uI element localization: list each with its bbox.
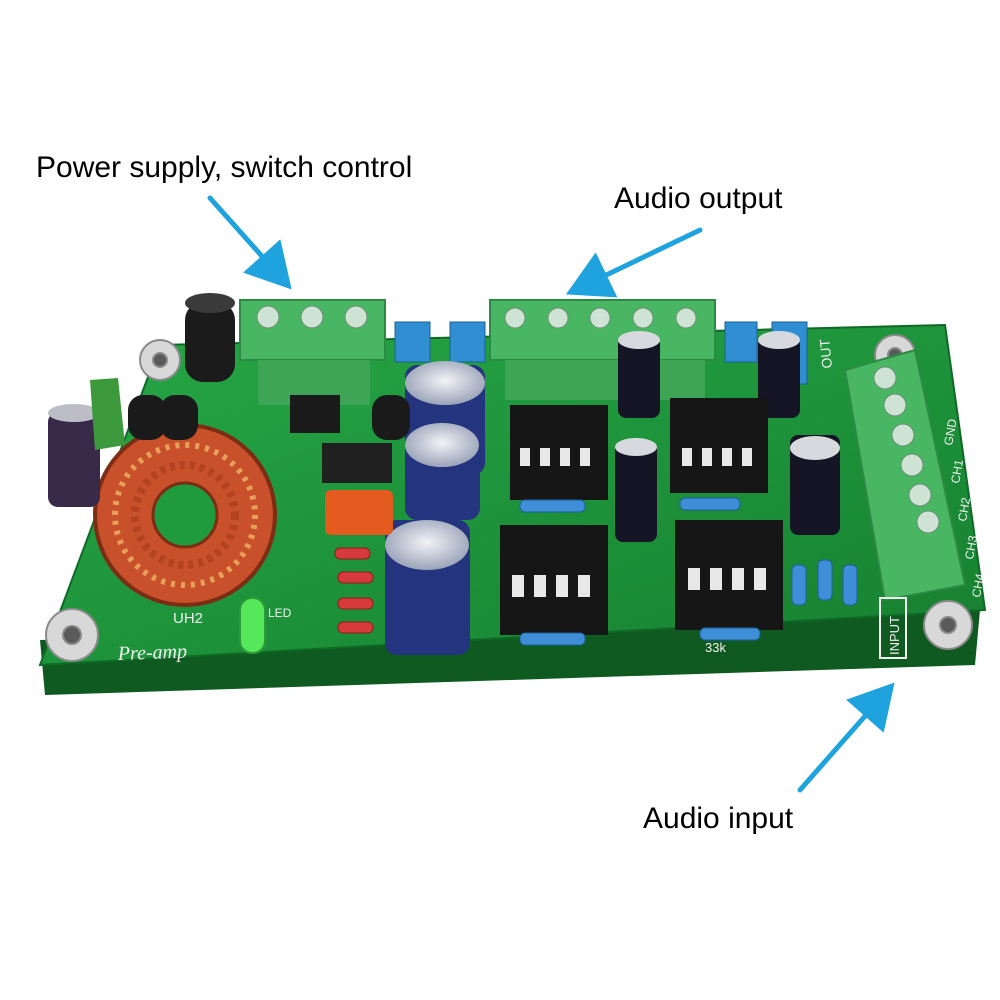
silk-channel: GND <box>941 418 959 447</box>
silk-channels: CH4 CH3 CH2 CH1 GND <box>941 418 987 599</box>
silk-channel: CH3 <box>962 534 980 560</box>
silk-resistor-value: 33k <box>705 640 726 655</box>
transistors <box>128 395 410 440</box>
silk-pre-amp: Pre-amp <box>116 641 187 665</box>
arrow-pointer-icon <box>565 227 703 298</box>
arrow-pointer-icon <box>797 682 895 793</box>
output-terminal-block <box>489 299 716 400</box>
silk-channel: CH2 <box>955 496 973 522</box>
input-terminal-block <box>843 348 967 602</box>
power-terminal-block <box>239 299 386 405</box>
led <box>239 597 266 654</box>
arrow-pointer-icon <box>207 195 292 290</box>
silk-out: OUT <box>816 338 835 369</box>
green-capacitor <box>90 378 125 450</box>
opamp-ics <box>500 398 783 635</box>
silk-input: INPUT <box>887 616 902 655</box>
audio-output-label: Audio output <box>614 182 783 215</box>
silk-input-box: INPUT <box>879 597 907 659</box>
toroid-inductor <box>93 423 277 607</box>
audio-input-label: Audio input <box>643 802 794 835</box>
electrolytic-capacitors <box>385 331 840 655</box>
silk-channel: CH4 <box>969 572 987 598</box>
orange-capacitor <box>322 443 393 535</box>
silk-uh2: UH2 <box>173 610 203 627</box>
silk-led: LED <box>268 606 292 620</box>
power-inductor <box>185 293 235 382</box>
callout-arrows <box>207 195 895 793</box>
resistors <box>334 497 858 646</box>
electrolytic-capacitor-left <box>48 404 100 507</box>
power-supply-label: Power supply, switch control <box>36 151 413 184</box>
silk-channel: CH1 <box>948 458 966 484</box>
